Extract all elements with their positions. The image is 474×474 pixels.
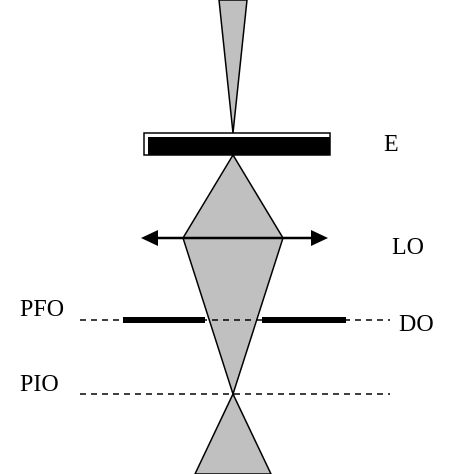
specimen-plate-fill xyxy=(148,137,330,155)
incident-beam xyxy=(218,0,248,134)
objective-beam xyxy=(182,153,284,397)
label-aperture: DO xyxy=(399,311,434,337)
lens-arrow-left-icon xyxy=(141,230,158,246)
label-specimen: E xyxy=(384,131,399,157)
label-back-focal-plane: PFO xyxy=(20,296,64,322)
lower-beam xyxy=(194,392,272,474)
label-lens: LO xyxy=(392,234,424,260)
label-image-plane: PIO xyxy=(20,371,59,397)
lens-arrow-right-icon xyxy=(311,230,328,246)
